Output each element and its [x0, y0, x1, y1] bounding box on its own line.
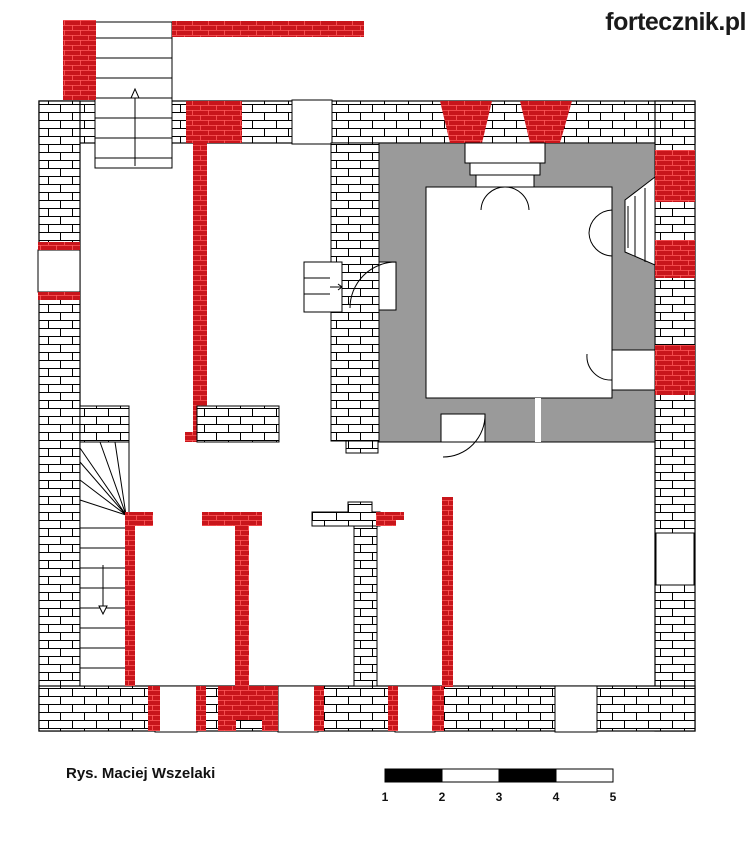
- stair-wall-left: [63, 20, 96, 100]
- scale-seg-1: [384, 768, 443, 783]
- north-staircase: [63, 20, 364, 169]
- scale-seg-2: [441, 768, 500, 783]
- stair-wall-right: [172, 21, 364, 37]
- scale-label: 5: [609, 790, 617, 804]
- grey-room: [303, 101, 695, 458]
- scale-seg-4: [555, 768, 614, 783]
- scale-label: 3: [495, 790, 503, 804]
- west-wall: [38, 100, 81, 732]
- drawing-credit: Rys. Maciej Wszelaki: [66, 765, 216, 782]
- interior-walls-south: [125, 497, 453, 731]
- scale-seg-3: [498, 768, 557, 783]
- scale-label: 2: [438, 790, 446, 804]
- east-wall: [654, 100, 696, 732]
- west-staircase: [79, 441, 130, 687]
- stair-down-arrow: [98, 605, 108, 616]
- stair-up-arrow: [130, 87, 140, 99]
- scale-bar: [384, 768, 614, 783]
- door-arrow: [330, 283, 343, 291]
- scale-label: 4: [552, 790, 560, 804]
- scale-label: 1: [381, 790, 389, 804]
- watermark-logo: fortecznik.pl: [605, 8, 746, 36]
